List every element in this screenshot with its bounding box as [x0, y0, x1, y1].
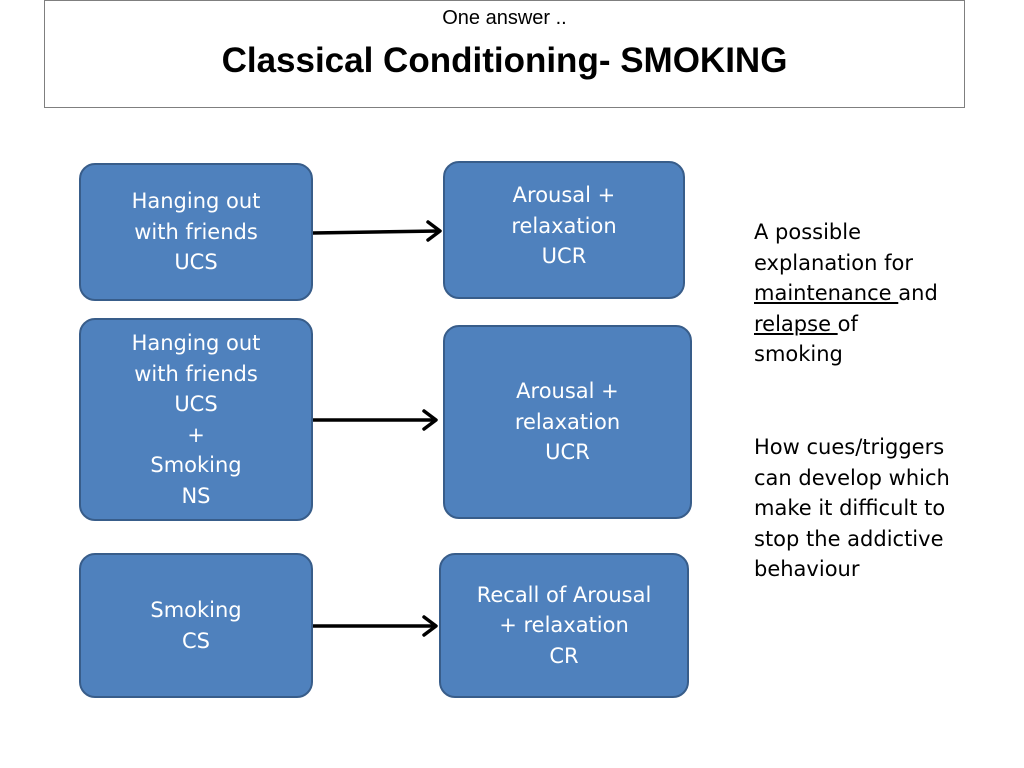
note-explanation: A possible explanation for maintenance a…	[754, 217, 1004, 370]
node-label: Arousal + relaxation UCR	[511, 183, 617, 269]
term-maintenance: maintenance	[754, 281, 899, 305]
term-relapse: relapse	[754, 311, 838, 336]
note-cues: How cues/triggers can develop which make…	[754, 435, 950, 581]
note-line: A possible	[754, 220, 862, 244]
note-line: relapse of	[754, 309, 1004, 340]
slide-subtitle: One answer ..	[442, 7, 567, 29]
node-label: Hanging out with friends UCS + Smoking N…	[131, 331, 261, 508]
node-recall-cr: Recall of Arousal + relaxation CR	[439, 553, 689, 698]
node-hanging-out-ucs: Hanging out with friends UCS	[79, 163, 313, 301]
note-word: of	[837, 311, 858, 336]
node-smoking-cs: Smoking CS	[79, 553, 313, 698]
arrow-row3	[311, 615, 438, 637]
title-box: One answer .. Classical Conditioning- SM…	[44, 0, 965, 108]
node-arousal-ucr: Arousal + relaxation UCR	[443, 161, 685, 299]
note-line: explanation for	[754, 250, 913, 275]
arrow-row1	[311, 220, 442, 242]
node-label: Arousal + relaxation UCR	[514, 379, 621, 465]
node-hanging-out-ucs-smoking-ns: Hanging out with friends UCS + Smoking N…	[79, 318, 313, 521]
arrow-row2	[311, 409, 438, 431]
node-label: Smoking CS	[150, 598, 242, 653]
node-arousal-ucr-2: Arousal + relaxation UCR	[443, 325, 692, 519]
node-label: Recall of Arousal + relaxation CR	[476, 582, 652, 668]
note-line: smoking	[754, 342, 843, 366]
slide-title: Classical Conditioning- SMOKING	[221, 41, 788, 80]
node-label: Hanging out with friends UCS	[131, 189, 261, 275]
note-line: maintenance and	[754, 278, 1004, 309]
note-word: and	[898, 281, 938, 305]
